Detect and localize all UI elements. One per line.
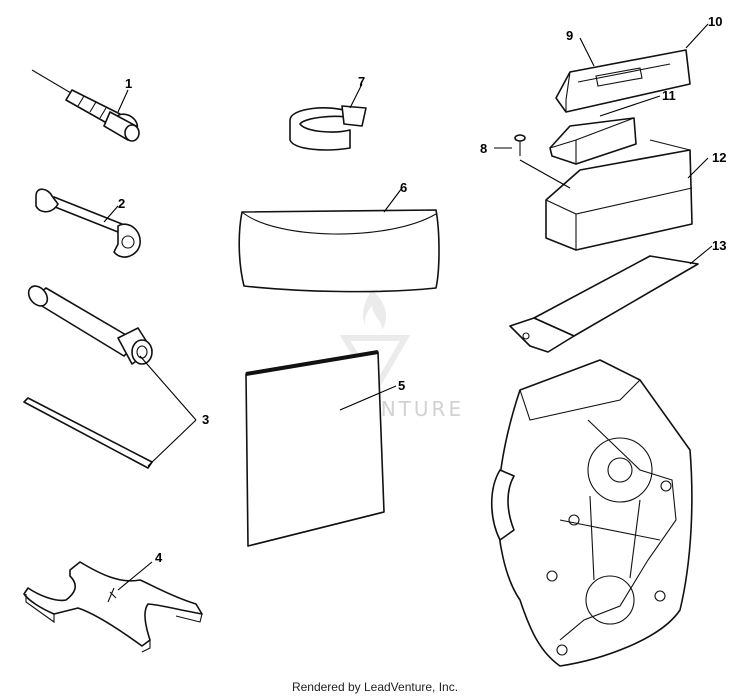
tool-box-icon [545,139,693,251]
chaincase-icon [490,359,693,667]
callout-12: 12 [712,150,726,165]
handle-rod-icon [23,397,153,469]
callout-1: 1 [125,76,132,91]
callout-8: 8 [480,141,487,156]
socket-wrench-icon [27,285,153,365]
strap-icon [289,105,367,151]
screw-icon [514,134,526,156]
screwdriver-icon [31,69,140,142]
callout-labels: 1 2 3 4 5 6 7 8 9 10 11 12 13 [118,14,726,565]
footer-credit: Rendered by LeadVenture, Inc. [291,680,459,694]
callout-10: 10 [708,14,722,29]
box-lid-icon [555,49,691,113]
callout-5: 5 [398,378,405,393]
tool-pouch-icon [238,209,440,293]
callout-13: 13 [712,238,726,253]
callout-6: 6 [400,180,407,195]
callout-11: 11 [662,88,676,103]
callout-4: 4 [155,550,163,565]
leader-lines [103,23,713,591]
spring-compressor-icon [23,561,203,653]
bracket-icon [509,255,699,353]
foam-pad-icon [549,117,637,165]
callout-9: 9 [566,28,573,43]
manual-icon [245,350,385,547]
wrench-icon [35,188,141,258]
callout-7: 7 [358,74,365,89]
callout-3: 3 [202,412,209,427]
callout-2: 2 [118,196,125,211]
